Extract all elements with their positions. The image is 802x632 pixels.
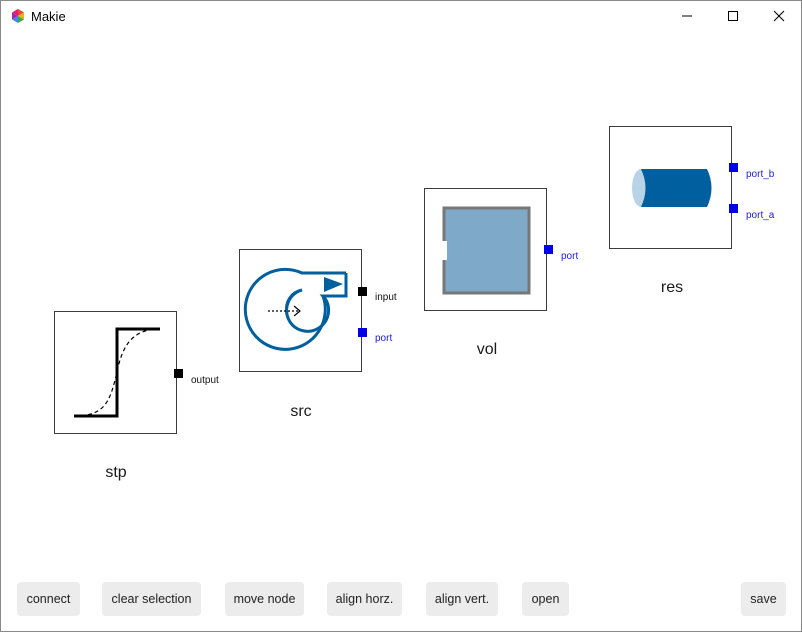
node-src[interactable] [239,249,362,372]
align-vert-button[interactable]: align vert. [426,582,498,616]
graph-canvas[interactable]: output stp input port src port vol [1,31,801,631]
port-res-port-a[interactable] [729,204,738,213]
node-label-stp: stp [105,464,127,481]
port-label-vol-port: port [561,251,579,262]
port-label-src-input: input [375,292,397,303]
port-src-input[interactable] [358,287,367,296]
move-node-button[interactable]: move node [225,582,304,616]
node-vol[interactable] [424,188,547,311]
close-icon [773,10,785,22]
connect-button[interactable]: connect [17,582,80,616]
minimize-button[interactable] [664,1,710,31]
port-res-port-b[interactable] [729,163,738,172]
title-bar: Makie [1,1,801,31]
save-button[interactable]: save [741,582,786,616]
pipe-resistance-icon [632,169,712,207]
step-signal-icon [73,327,161,418]
port-label-res-port-b: port_b [746,169,775,180]
node-label-src: src [290,403,312,420]
close-button[interactable] [756,1,801,31]
maximize-icon [728,11,738,21]
port-label-stp-output: output [191,375,219,386]
port-src-port[interactable] [358,328,367,337]
node-label-vol: vol [476,341,498,358]
clear-selection-button[interactable]: clear selection [102,582,201,616]
port-label-res-port-a: port_a [746,210,775,221]
window-title: Makie [31,9,66,24]
minimize-icon [682,15,692,17]
port-stp-output[interactable] [174,369,183,378]
port-label-src-port: port [375,333,393,344]
node-label-res: res [660,279,684,296]
node-res[interactable] [609,126,732,249]
port-vol-port[interactable] [544,245,553,254]
maximize-button[interactable] [710,1,756,31]
open-button[interactable]: open [522,582,569,616]
node-stp[interactable] [54,311,177,434]
volume-tank-icon [441,206,531,295]
makie-logo-icon [12,9,24,23]
align-horz-button[interactable]: align horz. [327,582,402,616]
pump-source-icon [243,267,348,351]
